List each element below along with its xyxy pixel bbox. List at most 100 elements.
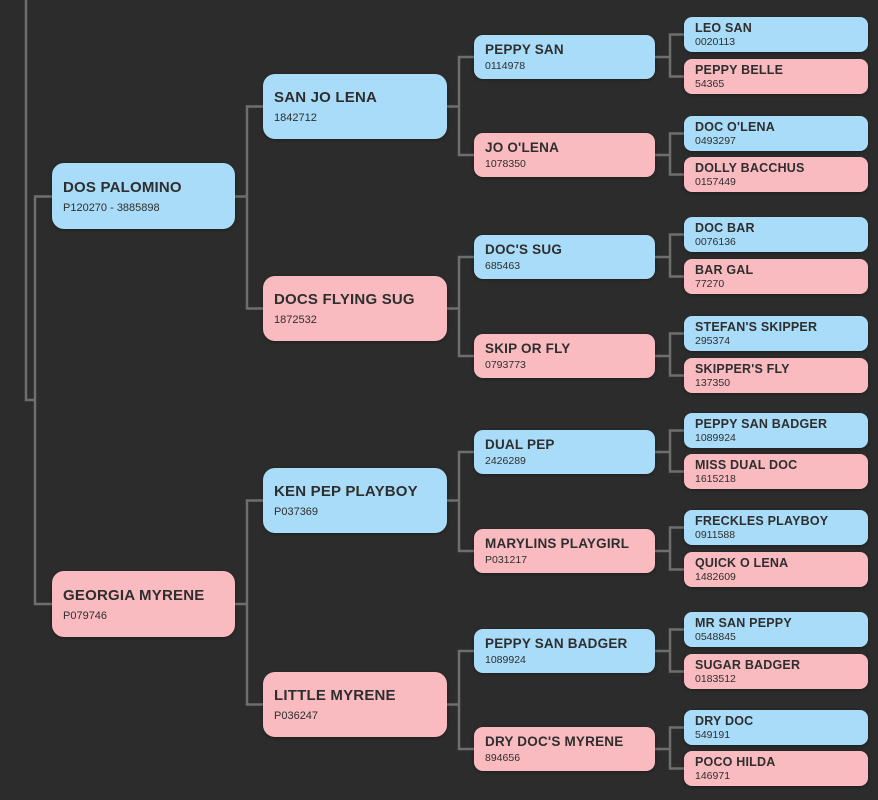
horse-name: PEPPY SAN BADGER	[695, 417, 828, 431]
node-poco-hilda[interactable]: POCO HILDA 146971	[684, 751, 868, 786]
horse-name: SAN JO LENA	[274, 89, 378, 106]
horse-number: 295374	[695, 335, 731, 347]
horse-name: SKIP OR FLY	[485, 341, 571, 356]
connector-dry-docs-myrene-bracket	[655, 726, 684, 770]
horse-number: 894656	[485, 752, 521, 764]
horse-name: POCO HILDA	[695, 755, 776, 769]
connector-peppy-san-bracket	[655, 33, 684, 78]
connector-peppy-san-badger-bracket	[655, 628, 684, 673]
horse-number: P031217	[485, 554, 528, 566]
connector-dam-family-bracket	[235, 499, 263, 706]
horse-number: 0076136	[695, 236, 736, 248]
horse-name: QUICK O LENA	[695, 556, 789, 570]
node-dry-doc[interactable]: DRY DOC 549191	[684, 710, 868, 745]
node-peppy-san-badger[interactable]: PEPPY SAN BADGER 1089924	[684, 413, 868, 448]
node-skip-or-fly[interactable]: SKIP OR FLY 0793773	[474, 334, 655, 378]
connector-san-jo-lena-bracket	[447, 55, 474, 157]
horse-number: 549191	[695, 729, 731, 741]
horse-number: 1872532	[274, 314, 317, 326]
horse-number: 1482609	[695, 571, 736, 583]
horse-name: DOCS FLYING SUG	[274, 291, 415, 308]
horse-name: LITTLE MYRENE	[274, 687, 396, 704]
horse-name: BAR GAL	[695, 263, 754, 277]
horse-number: 1078350	[485, 158, 526, 170]
horse-name: DOS PALOMINO	[63, 178, 182, 196]
horse-name: PEPPY SAN	[485, 42, 564, 57]
horse-number: 1615218	[695, 473, 736, 485]
node-dos-palomino[interactable]: DOS PALOMINO P120270 - 3885898	[52, 163, 235, 229]
node-georgia-myrene[interactable]: GEORGIA MYRENE P079746	[52, 571, 235, 637]
horse-name: JO O'LENA	[485, 140, 560, 155]
horse-name: DOC BAR	[695, 221, 755, 235]
node-mr-san-peppy[interactable]: MR SAN PEPPY 0548845	[684, 612, 868, 647]
node-jo-o-lena[interactable]: JO O'LENA 1078350	[474, 133, 655, 177]
horse-number: P120270 - 3885898	[63, 201, 160, 214]
horse-name: DOC O'LENA	[695, 120, 775, 134]
node-doc-bar[interactable]: DOC BAR 0076136	[684, 217, 868, 252]
horse-number: 0114978	[485, 60, 526, 72]
node-skippers-fly[interactable]: SKIPPER'S FLY 137350	[684, 358, 868, 393]
connector-dual-pep-bracket	[655, 429, 684, 473]
horse-number: 1089924	[695, 432, 736, 444]
node-peppy-san-badger-sire[interactable]: PEPPY SAN BADGER 1089924	[474, 629, 655, 673]
horse-name: MR SAN PEPPY	[695, 616, 792, 630]
node-doc-o-lena[interactable]: DOC O'LENA 0493297	[684, 116, 868, 151]
horse-name: DOC'S SUG	[485, 242, 563, 257]
node-stefans-skipper[interactable]: STEFAN'S SKIPPER 295374	[684, 316, 868, 351]
horse-number: 685463	[485, 260, 521, 272]
horse-name: DRY DOC'S MYRENE	[485, 734, 624, 749]
connector-docs-sug-bracket	[655, 233, 684, 278]
horse-name: DRY DOC	[695, 714, 754, 728]
horse-number: 0793773	[485, 359, 526, 371]
node-freckles-playboy[interactable]: FRECKLES PLAYBOY 0911588	[684, 510, 868, 545]
connector-docs-flying-sug-bracket	[447, 255, 474, 358]
horse-number: P036247	[274, 710, 319, 722]
horse-number: 0493297	[695, 135, 736, 147]
horse-name: FRECKLES PLAYBOY	[695, 514, 829, 528]
horse-name: DUAL PEP	[485, 437, 555, 452]
node-sugar-badger[interactable]: SUGAR BADGER 0183512	[684, 654, 868, 689]
horse-number: 137350	[695, 377, 731, 389]
node-marylins-playgirl[interactable]: MARYLINS PLAYGIRL P031217	[474, 529, 655, 573]
connector-skip-or-fly-bracket	[655, 332, 684, 377]
node-dry-docs-myrene[interactable]: DRY DOC'S MYRENE 894656	[474, 727, 655, 771]
horse-number: 0911588	[695, 529, 736, 541]
horse-number: P037369	[274, 506, 319, 518]
horse-name: STEFAN'S SKIPPER	[695, 320, 818, 334]
connector-sire-family-bracket	[235, 105, 263, 310]
horse-name: MISS DUAL DOC	[695, 458, 798, 472]
node-little-myrene[interactable]: LITTLE MYRENE P036247	[263, 672, 447, 737]
node-san-jo-lena[interactable]: SAN JO LENA 1842712	[263, 74, 447, 139]
node-dual-pep[interactable]: DUAL PEP 2426289	[474, 430, 655, 474]
node-quick-o-lena[interactable]: QUICK O LENA 1482609	[684, 552, 868, 587]
node-peppy-belle[interactable]: PEPPY BELLE 54365	[684, 59, 868, 94]
connector-marylins-playgirl-bracket	[655, 526, 684, 571]
node-peppy-san[interactable]: PEPPY SAN 0114978	[474, 35, 655, 79]
connector-gen1-bracket	[33, 195, 52, 606]
connector-root-feeder	[24, 0, 35, 402]
connector-little-myrene-bracket	[447, 649, 474, 751]
horse-number: 146971	[695, 770, 731, 782]
horse-number: 0183512	[695, 673, 736, 685]
connector-ken-pep-playboy-bracket	[447, 450, 474, 553]
horse-name: GEORGIA MYRENE	[63, 586, 205, 604]
horse-number: 1089924	[485, 654, 526, 666]
node-dolly-bacchus[interactable]: DOLLY BACCHUS 0157449	[684, 157, 868, 192]
node-docs-sug[interactable]: DOC'S SUG 685463	[474, 235, 655, 279]
horse-number: 0020113	[695, 36, 736, 48]
horse-number: 0548845	[695, 631, 736, 643]
node-ken-pep-playboy[interactable]: KEN PEP PLAYBOY P037369	[263, 468, 447, 533]
node-bar-gal[interactable]: BAR GAL 77270	[684, 259, 868, 294]
horse-number: 0157449	[695, 176, 736, 188]
horse-number: 54365	[695, 78, 725, 90]
horse-number: 2426289	[485, 455, 526, 467]
horse-number: 1842712	[274, 112, 317, 124]
horse-number: 77270	[695, 278, 725, 290]
node-miss-dual-doc[interactable]: MISS DUAL DOC 1615218	[684, 454, 868, 489]
horse-name: SUGAR BADGER	[695, 658, 801, 672]
node-leo-san[interactable]: LEO SAN 0020113	[684, 17, 868, 52]
horse-name: DOLLY BACCHUS	[695, 161, 805, 175]
horse-name: PEPPY SAN BADGER	[485, 636, 628, 651]
node-docs-flying-sug[interactable]: DOCS FLYING SUG 1872532	[263, 276, 447, 341]
